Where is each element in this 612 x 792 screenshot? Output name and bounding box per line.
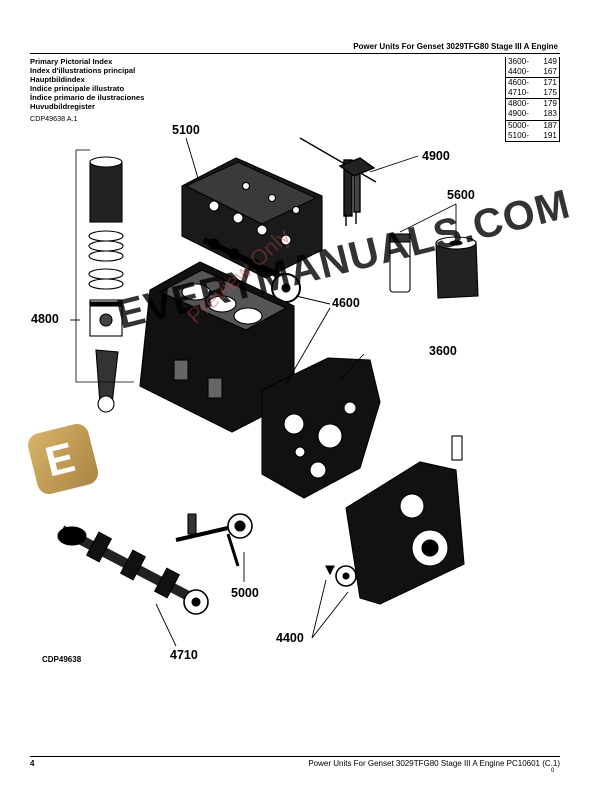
index-title-es: Índice primario de ilustraciones [30, 92, 145, 102]
callout-4800[interactable]: 4800 [31, 312, 59, 326]
index-row[interactable]: 4400-167 [506, 67, 559, 79]
rocker-arm-part[interactable] [299, 137, 377, 226]
index-row[interactable]: 5000-187 [508, 120, 557, 130]
callout-4400[interactable]: 4400 [276, 631, 304, 645]
header-rule [30, 53, 560, 54]
timing-gear-cover-part[interactable] [325, 435, 465, 605]
index-row[interactable]: 4600-171 [508, 78, 557, 88]
figure-ref-top: CDP49638 A.1 [30, 114, 78, 123]
index-title-sv: Huvudbildregister [30, 101, 95, 111]
callout-3600[interactable]: 3600 [429, 344, 457, 358]
index-title-it: Indice principale illustrato [30, 83, 125, 93]
callout-5600[interactable]: 5600 [447, 188, 475, 202]
crankshaft-part[interactable] [57, 525, 209, 615]
footer-rule [30, 756, 560, 757]
footer-tail: 0 [551, 768, 555, 774]
camshaft-part[interactable] [202, 237, 301, 303]
callout-5100[interactable]: 5100 [172, 123, 200, 137]
oil-filter-part[interactable] [389, 233, 479, 299]
callout-4900[interactable]: 4900 [422, 149, 450, 163]
index-row[interactable]: 4800-179 [508, 99, 557, 109]
index-titles: Primary Pictorial Index Index d'illustra… [30, 57, 145, 111]
index-row[interactable]: 5100-191 [506, 131, 559, 142]
oil-pump-drive-part[interactable] [175, 513, 253, 567]
index-title-en: Primary Pictorial Index [30, 57, 113, 66]
index-table: 3600-149 4400-167 4600-171 4710-175 4800… [505, 57, 560, 142]
footer-page-number: 4 [30, 759, 35, 768]
callout-4710[interactable]: 4710 [170, 648, 198, 662]
piston-liner-part[interactable] [75, 149, 134, 413]
front-plate-part[interactable] [261, 357, 381, 499]
index-title-fr: Index d'illustrations principal [30, 65, 136, 75]
engine-block-part[interactable] [139, 261, 295, 433]
index-title-de: Hauptbildindex [30, 74, 85, 84]
callout-5000[interactable]: 5000 [231, 586, 259, 600]
index-row[interactable]: 4710-175 [506, 88, 559, 100]
footer-text: Power Units For Genset 3029TFG80 Stage I… [308, 759, 560, 768]
leader-lines [70, 137, 457, 647]
index-row[interactable]: 3600-149 [508, 57, 557, 66]
callout-4600[interactable]: 4600 [332, 296, 360, 310]
page-header-title: Power Units For Genset 3029TFG80 Stage I… [353, 42, 558, 51]
index-row[interactable]: 4900-183 [506, 109, 559, 121]
figure-ref-bottom: CDP49638 [42, 655, 82, 664]
